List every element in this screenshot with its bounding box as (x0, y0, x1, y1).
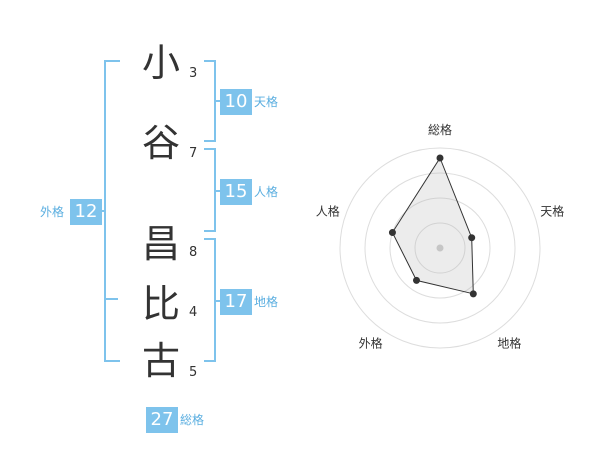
tenkaku-label: 天格 (254, 95, 279, 109)
radar-axis-label-3: 地格 (497, 335, 521, 350)
radar-center (436, 244, 444, 252)
jinkaku-label: 人格 (254, 185, 279, 199)
jinkaku-value: 15 (220, 179, 252, 205)
chikaku-tick (214, 300, 220, 302)
radar-ring (389, 197, 491, 299)
soukaku-value: 27 (146, 407, 178, 433)
gaikaku-value: 12 (70, 199, 102, 225)
stroke-count-5: 5 (189, 365, 198, 380)
name-char-3: 昌 (141, 222, 180, 266)
tenkaku-value: 10 (220, 89, 252, 115)
radar-axis-label-2: 天格 (540, 204, 564, 219)
name-char-5: 古 (141, 339, 180, 383)
radar-ring (414, 222, 466, 274)
soukaku-label: 総格 (180, 413, 205, 427)
gaikaku-inner-tick (104, 298, 118, 300)
radar-ring (364, 172, 516, 324)
radar-axis-label-1: 総格 (428, 122, 452, 137)
radar-point-5 (388, 229, 396, 237)
stroke-count-1: 3 (189, 66, 198, 81)
jinkaku-tick (214, 190, 220, 192)
radar-ring (339, 147, 541, 349)
gaikaku-bracket (104, 60, 120, 362)
chikaku-value: 17 (220, 289, 252, 315)
stroke-count-3: 8 (189, 245, 198, 260)
gaikaku-label: 外格 (40, 205, 65, 219)
stroke-count-2: 7 (189, 146, 198, 161)
radar-points (388, 154, 477, 298)
name-char-1: 小 (141, 41, 180, 85)
chikaku-label: 地格 (254, 295, 279, 309)
radar-point-4 (412, 276, 420, 284)
radar-point-1 (436, 154, 444, 162)
name-char-4: 比 (141, 282, 180, 326)
radar-axis-label-4: 外格 (359, 335, 383, 350)
radar-polygon-group (391, 156, 474, 295)
stroke-count-4: 4 (189, 305, 198, 320)
radar-rings (339, 147, 541, 349)
name-char-2: 谷 (141, 121, 180, 165)
radar-point-2 (468, 234, 476, 242)
radar-point-3 (469, 290, 477, 298)
radar-axis-label-5: 人格 (316, 204, 340, 219)
radar-polygon (391, 156, 474, 295)
tenkaku-tick (214, 100, 220, 102)
